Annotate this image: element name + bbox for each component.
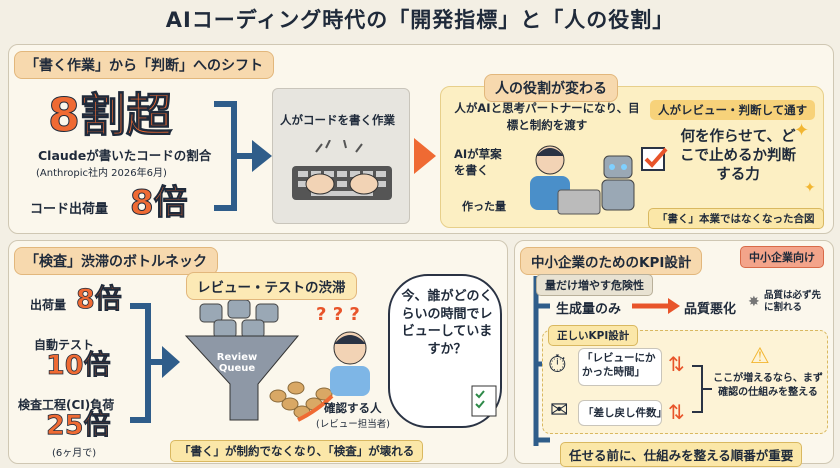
metric-returns: 「差し戻し件数」 [578, 400, 667, 426]
svg-text:? ? ?: ? ? ? [316, 304, 360, 325]
ship-label: コード出荷量 [30, 202, 109, 217]
shift-footer-pill: 「書く」本業ではなくなった合図 [648, 208, 824, 229]
worried-person-illustration: ? ? ? [316, 304, 370, 396]
stat-ci-value: 25倍 [46, 410, 111, 441]
kpi-header: 中小企業のためのKPI設計 [520, 247, 703, 275]
stat-ship-label: 出荷量 [30, 298, 67, 312]
warning-icon: ⚠ [750, 344, 770, 369]
kpi-footer: 任せる前に、仕組みを整える順番が重要 [560, 442, 803, 467]
sparkle-icon-2: ✦ [804, 180, 816, 196]
stopwatch-icon: ⏱ [548, 350, 567, 378]
person-robot-illustration [530, 145, 635, 215]
bracket-merge [692, 365, 712, 413]
role-header: 人の役割が変わる [484, 74, 618, 102]
gen-only: 生成量のみ [556, 302, 622, 317]
page-title: AIコーディング時代の「開発指標」と「人の役割」 [165, 8, 675, 32]
warn-text: ここが増えるなら、まず確認の仕組みを整える [713, 373, 823, 398]
jam-title: レビュー・テストの渋滞 [186, 272, 357, 300]
speech-text: 今、誰がどのくらいの時間でレビューしていますか？ [401, 289, 493, 357]
sparkle-icon: ✦ [794, 120, 810, 141]
bottleneck-header: 「検査」渋滞のボトルネック [14, 247, 218, 275]
human-writes-label: 人がコードを書く作業 [280, 113, 395, 127]
bracket-arrow [214, 101, 272, 211]
bottleneck-bracket-arrow [130, 303, 180, 423]
stat-ship-value: 8倍 [76, 284, 123, 315]
made-amount-label: 作った量 [462, 200, 506, 213]
stat-ci-label: 検査工程(CI)負荷 [18, 398, 115, 412]
checklist-icon [471, 385, 497, 417]
claude-share-source: (Anthropic社内 2026年6月) [36, 168, 167, 179]
metric-review-time: 「レビューにかかった時間」 [578, 348, 662, 386]
shift-header: 「書く作業」から「判断」へのシフト [14, 51, 274, 79]
bottleneck-footer-pill: 「書く」が制約でなくなり、「検査」が壊れる [170, 440, 424, 462]
checkmark-icon [641, 147, 668, 171]
keyboard-icon [292, 140, 392, 200]
broken-icon: ✸ [748, 294, 760, 310]
up-down-arrows-icon-2: ⇅ [668, 400, 685, 424]
pass-pill: 人がレビュー・判断して通す [650, 100, 816, 120]
ai-draft-label: AIが草案を書く [454, 147, 502, 178]
kpi-badge: 中小企業向け [740, 246, 824, 268]
risk-arrow [632, 298, 680, 314]
quality-note: 品質は必ず先に割れる [764, 290, 822, 314]
review-queue-funnel [184, 300, 334, 422]
ship-value: 8倍 [130, 183, 189, 223]
big-ratio: 8割超 [47, 88, 173, 142]
claude-share-label: Claudeが書いたコードの割合 [38, 148, 212, 163]
human-writing-box [272, 88, 410, 224]
shift-arrow [414, 138, 436, 174]
role-desc: 人がAIと思考パートナーになり、目標と制約を渡す [454, 101, 640, 132]
review-queue-label: Review Queue [216, 352, 258, 374]
stat-autotest-value: 10倍 [46, 350, 111, 381]
quality-bad: 品質悪化 [684, 302, 737, 317]
stat-autotest-label: 自動テスト [34, 338, 95, 352]
up-down-arrows-icon: ⇅ [668, 352, 685, 376]
risk-pill: 量だけ増やす危険性 [536, 274, 653, 296]
checker-label: 確認する人 [324, 401, 382, 415]
correct-pill: 正しいKPI設計 [548, 325, 639, 346]
checker-sub: (レビュー担当者) [316, 419, 390, 430]
decide-text: 何を作らせて、どこで止めるか判断する力 [680, 129, 796, 183]
stat-ci-sub: (6ヶ月で) [52, 448, 97, 459]
document-icon: ✉ [550, 398, 569, 423]
